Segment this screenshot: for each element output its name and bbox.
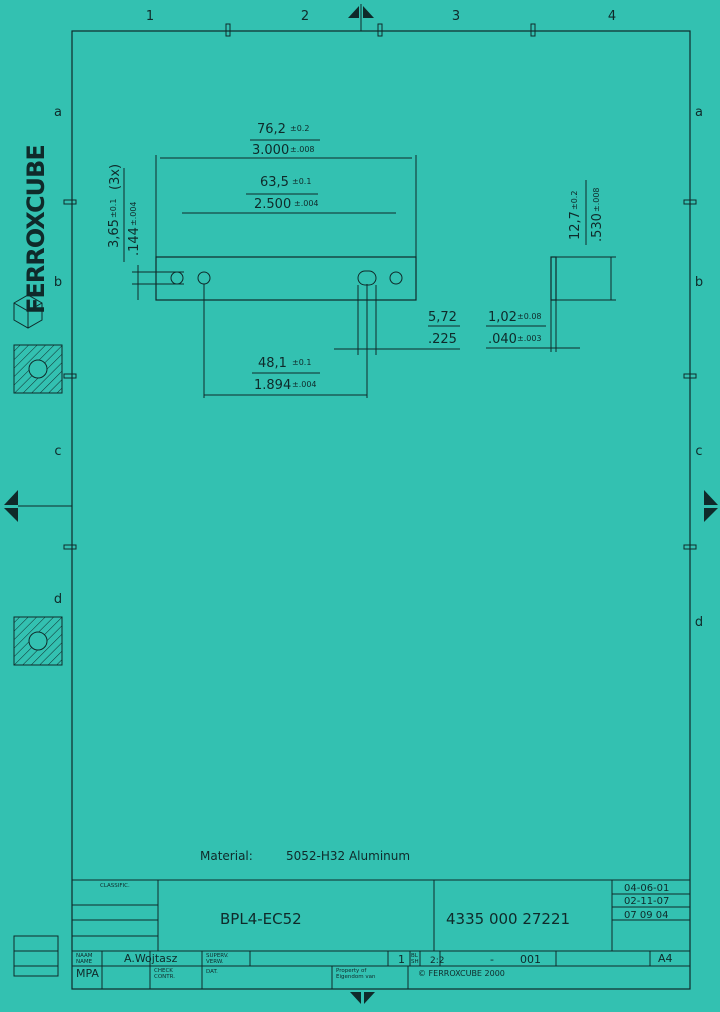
svg-text:±.003: ±.003	[517, 334, 542, 343]
svg-text:±0.2: ±0.2	[290, 124, 309, 133]
bottom-center-arrow-icon	[350, 992, 375, 1004]
svg-text:FERROXCUBE: FERROXCUBE	[22, 145, 50, 314]
svg-text:.040: .040	[488, 332, 517, 347]
dimension-height: 12,7 ±0.2 .530 ±.008	[568, 180, 605, 245]
outside-title-boxes	[13, 935, 59, 977]
svg-text:±.008: ±.008	[290, 145, 315, 154]
issue-value: -	[490, 953, 494, 966]
dimension-thickness: 1,02 ±0.08 .040 ±.003	[486, 310, 546, 347]
revision-date-1: 04-06-01	[624, 883, 669, 894]
dimension-slot-span: 48,1 ±0.1 1.894 ±.004	[203, 284, 368, 398]
left-center-arrow-icon	[4, 490, 72, 522]
dimension-slot-width: 5,72 .225	[334, 285, 460, 355]
row-label-left-c: c	[54, 444, 61, 459]
owner-code: MPA	[76, 967, 99, 980]
svg-text:.144: .144	[127, 227, 142, 256]
drawing-border	[71, 30, 691, 990]
row-label-left-a: a	[54, 105, 62, 120]
material-label: Material:	[200, 849, 253, 863]
row-label-right-d: d	[695, 615, 703, 630]
row-label-left-b: b	[54, 275, 62, 290]
right-center-arrow-icon	[704, 490, 718, 522]
scale-value: 2:2	[430, 956, 444, 966]
part-number: 4335 000 27221	[446, 910, 570, 928]
format-value: A4	[658, 952, 673, 965]
svg-text:3,65: 3,65	[107, 219, 122, 248]
svg-text:±0.1: ±0.1	[292, 177, 311, 186]
top-center-arrow-icon	[348, 4, 374, 31]
svg-text:1,02: 1,02	[488, 310, 517, 325]
name-value: A.Wojtasz	[124, 952, 178, 965]
part-name: BPL4-EC52	[220, 910, 302, 928]
svg-text:±0.1: ±0.1	[292, 358, 311, 367]
svg-text:3.000: 3.000	[252, 143, 289, 158]
svg-text:±.008: ±.008	[592, 187, 601, 212]
svg-text:±0.2: ±0.2	[570, 191, 579, 210]
svg-text:2.500: 2.500	[254, 197, 291, 212]
column-label-2: 2	[301, 9, 309, 24]
row-label-right-a: a	[695, 105, 703, 120]
svg-text:5,72: 5,72	[428, 310, 457, 325]
svg-text:12,7: 12,7	[568, 211, 583, 240]
border-ticks	[63, 23, 697, 550]
ferroxcube-cube-icon	[13, 294, 43, 329]
revision-date-3: 07 09 04	[624, 910, 669, 921]
row-label-left-d: d	[54, 592, 62, 607]
row-label-right-b: b	[695, 275, 703, 290]
svg-text:.225: .225	[428, 332, 457, 347]
revision-code: 001	[520, 953, 541, 966]
part-front-view	[155, 256, 417, 301]
registration-square-bottom	[13, 616, 63, 666]
registration-square-top	[13, 344, 63, 394]
title-block	[71, 879, 691, 990]
svg-text:±.004: ±.004	[294, 199, 319, 208]
ferroxcube-logo: FERROXCUBE	[13, 145, 50, 329]
hole-center-left	[197, 271, 211, 285]
hole-right	[389, 271, 403, 285]
svg-text:±.004: ±.004	[292, 380, 317, 389]
superv-label: SUPERV.VERW.	[206, 953, 229, 965]
column-label-1: 1	[146, 9, 154, 24]
copyright-note: © FERROXCUBE 2000	[418, 969, 505, 978]
column-label-3: 3	[452, 9, 460, 24]
slot-right	[357, 270, 377, 286]
material-value: 5052-H32 Aluminum	[286, 849, 410, 863]
svg-text:1.894: 1.894	[254, 378, 291, 393]
revision-date-2: 02-11-07	[624, 896, 669, 907]
svg-text:±.004: ±.004	[129, 201, 138, 226]
dimension-overall-length: 76,2 ±0.2 3.000 ±.008	[155, 122, 417, 257]
svg-text:±0.1: ±0.1	[109, 199, 118, 218]
dimension-hole-diameter: 3,65 ±0.1 (3x) .144 ±.004	[107, 164, 184, 300]
date-label: DAT.	[206, 969, 218, 975]
dimension-hole-span: 63,5 ±0.1 2.500 ±.004	[182, 175, 396, 214]
classification-label: CLASSIFIC.	[100, 883, 130, 889]
column-label-4: 4	[608, 9, 616, 24]
hole-left	[170, 271, 184, 285]
sheet-number: 1	[398, 953, 405, 966]
part-side-view	[486, 256, 616, 352]
row-label-right-c: c	[695, 444, 702, 459]
svg-text:48,1: 48,1	[258, 356, 287, 371]
svg-text:±0.08: ±0.08	[517, 312, 542, 321]
svg-text:76,2: 76,2	[257, 122, 286, 137]
svg-text:.530: .530	[590, 213, 605, 242]
svg-text:(3x): (3x)	[108, 164, 123, 190]
svg-text:63,5: 63,5	[260, 175, 289, 190]
